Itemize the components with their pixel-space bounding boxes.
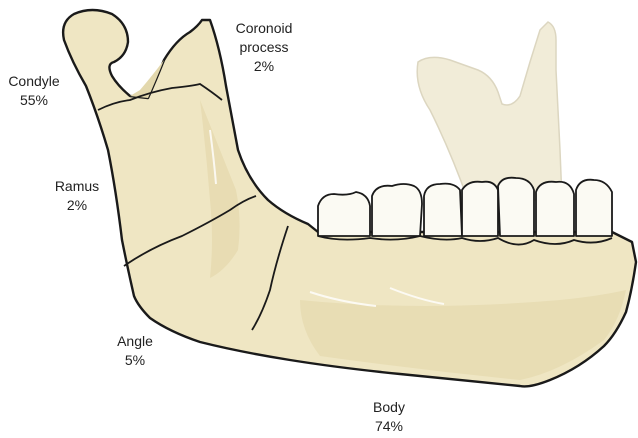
- body-name: Body: [360, 398, 418, 417]
- tooth: [424, 184, 462, 236]
- coronoid-percent: 2%: [228, 57, 300, 76]
- angle-percent: 5%: [108, 351, 162, 370]
- tooth: [576, 180, 612, 236]
- tooth: [498, 178, 534, 236]
- body-label: Body 74%: [360, 398, 418, 436]
- angle-label: Angle 5%: [108, 332, 162, 370]
- condyle-label: Condyle 55%: [2, 72, 66, 110]
- coronoid-name-line-2: process: [228, 38, 300, 57]
- tooth: [318, 192, 370, 236]
- tooth: [462, 182, 498, 236]
- ramus-label: Ramus 2%: [48, 177, 106, 215]
- angle-name: Angle: [108, 332, 162, 351]
- tooth: [372, 184, 422, 236]
- coronoid-process-label: Coronoid process 2%: [228, 19, 300, 76]
- body-percent: 74%: [360, 417, 418, 436]
- tooth: [536, 182, 574, 236]
- condyle-name: Condyle: [2, 72, 66, 91]
- contralateral-ramus-ghost: [417, 22, 562, 200]
- teeth-row: [318, 178, 612, 236]
- ramus-percent: 2%: [48, 196, 106, 215]
- coronoid-name-line-1: Coronoid: [228, 19, 300, 38]
- condyle-percent: 55%: [2, 91, 66, 110]
- ramus-name: Ramus: [48, 177, 106, 196]
